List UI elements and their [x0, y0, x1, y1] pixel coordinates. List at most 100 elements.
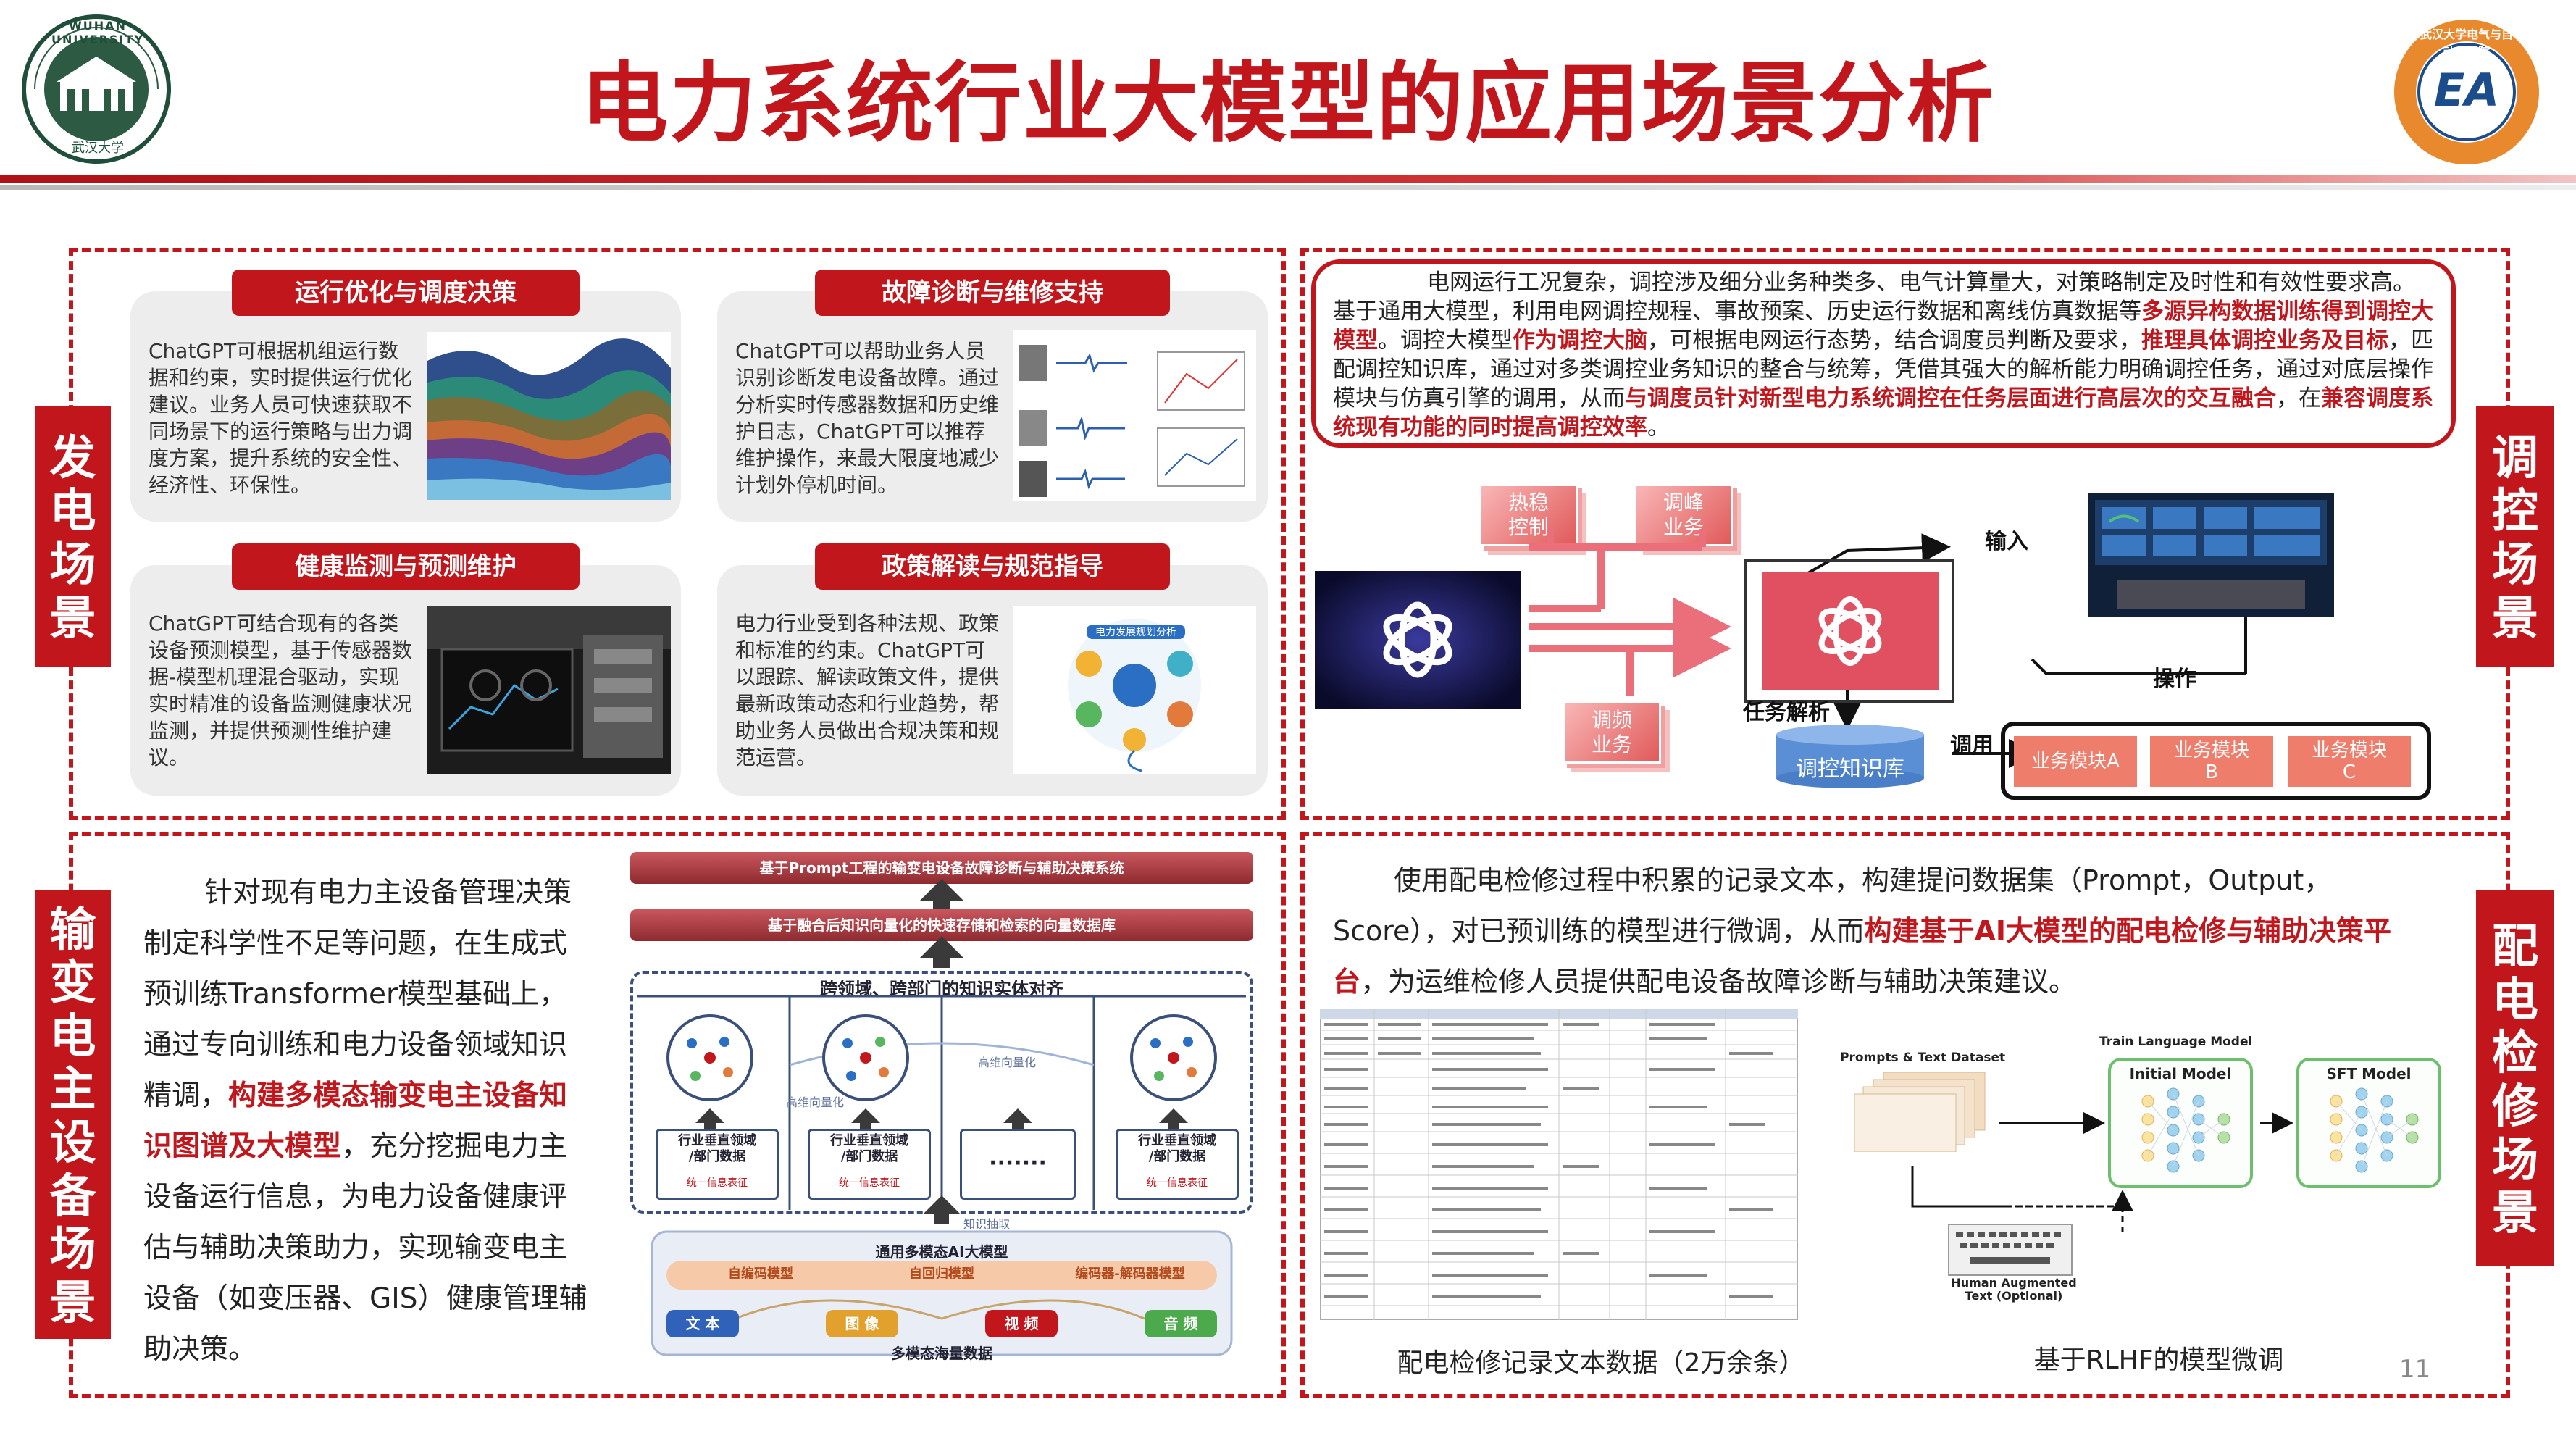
transmission-run-0: 针对现有电力主设备管理决策制定科学性不足等问题，在生成式预训练Transform…: [143, 877, 572, 1112]
domain-box-ellipsis: [960, 1129, 1076, 1200]
dispatch-run-5: 推理具体调控业务及目标: [2141, 327, 2388, 354]
label-input: 输入: [1985, 529, 2028, 554]
card-operation-title: 运行优化与调度决策: [232, 270, 580, 316]
bottom-data-label: 多模态海量数据: [891, 1345, 992, 1362]
dispatch-llm-frame: [1744, 559, 1954, 703]
rlhf-diagram-graphics: [1911, 1087, 2419, 1276]
dispatch-run-10: 。: [1647, 414, 1670, 440]
module-c: 业务模块 C: [2288, 736, 2411, 787]
model-encoder-decoder: 编码器-解码器模型: [1075, 1266, 1185, 1282]
box-peak-regulation: 调峰 业务: [1634, 484, 1733, 546]
knowledge-base-label: 调控知识库: [1796, 756, 1904, 782]
domain-box-3-title: 行业垂直领域 /部门数据: [1138, 1133, 1216, 1164]
card-operation-text: ChatGPT可根据机组运行数据和约束，实时提供运行优化建议。业务人员可快速获取…: [149, 339, 413, 497]
transmission-run-1: 构建多模态输变电主设备知识图谱及大模型: [143, 1080, 568, 1163]
header-grey-rule: [0, 185, 2576, 190]
sft-model-label: SFT Model: [2326, 1065, 2412, 1082]
transmission-diagram-graphics: [637, 879, 1246, 1356]
box-frequency-regulation: 调频 业务: [1563, 701, 1661, 764]
domain-ellipsis-dots: ·······: [989, 1151, 1047, 1176]
distribution-side-label-text: 配电检修场景: [2492, 920, 2538, 1241]
modality-image: 图 像: [826, 1310, 898, 1337]
policy-thumb-title: 电力发展规划分析: [1087, 625, 1185, 639]
vectorize-label-1: 高维向量化: [786, 1095, 845, 1109]
vectorize-label-2: 高维向量化: [978, 1056, 1037, 1069]
rlhf-dataset-label: Prompts & Text Dataset: [1840, 1051, 2006, 1065]
caption-rlhf: 基于RLHF的模型微调: [2033, 1345, 2284, 1375]
knowledge-base-cylinder: [1773, 723, 1927, 790]
module-a: 业务模块A: [2014, 736, 2137, 787]
stacked-area-thumbnail: [427, 332, 671, 500]
domain-box-2-sub: 统一信息表征: [839, 1177, 900, 1189]
domain-box-2-title: 行业垂直领域 /部门数据: [830, 1133, 908, 1164]
record-table-image: [1319, 1008, 1799, 1321]
dispatch-run-8: ，在: [2276, 385, 2321, 412]
dispatch-run-6: ，匹配调控知识库，通过对多类调控业务知识的整合与统筹，凭借其强大的解析能力明确调…: [1333, 327, 2433, 412]
domain-box-3-sub: 统一信息表征: [1147, 1177, 1208, 1189]
card-health-title: 健康监测与预测维护: [232, 543, 580, 590]
wuhan-university-logo: [20, 13, 172, 165]
domain-box-1-sub: 统一信息表征: [687, 1177, 748, 1189]
school-logo-ring-text: 武汉大学电气与自动化学院: [2420, 28, 2513, 59]
module-b: 业务模块 B: [2150, 736, 2273, 787]
transmission-run-2: ，充分挖掘电力主设备运行信息，为电力设备健康评估与辅助决策助力，实现输变电主设备…: [143, 1130, 587, 1366]
domain-box-1: [656, 1129, 779, 1200]
dispatch-run-1: 多源异构数据训练得到调控大模型: [1333, 298, 2433, 354]
transmission-side-label: 输变电主设备场景: [35, 890, 111, 1339]
domain-box-2: [808, 1129, 931, 1200]
dispatch-description-box: [1311, 259, 2456, 448]
card-fault-title: 故障诊断与维修支持: [815, 270, 1170, 316]
equipment-monitor-thumbnail: [427, 606, 671, 774]
modality-audio: 音 频: [1145, 1310, 1217, 1337]
box-thermal-control: 热稳 控制: [1479, 484, 1578, 546]
card-health-text: ChatGPT可结合现有的各类设备预测模型，基于传感器数据-模型机理混合驱动，实…: [149, 611, 413, 769]
human-augmented-label: Human Augmented Text (Optional): [1951, 1276, 2077, 1303]
distribution-description: 使用配电检修过程中积累的记录文本，构建提问数据集（Prompt，Output，S…: [1333, 855, 2441, 1007]
dispatch-run-9: 兼容调度系统现有功能的同时提高调控效率: [1333, 385, 2433, 440]
distribution-run-0: 使用配电检修过程中积累的记录文本，构建提问数据集（Prompt，Output，S…: [1333, 864, 2332, 947]
model-autoregressive: 自回归模型: [909, 1266, 974, 1282]
distribution-run-2: ，为运维检修人员提供配电设备故障诊断与辅助决策建议。: [1360, 966, 2077, 998]
top-system-bar: 基于Prompt工程的输变电设备故障诊断与辅助决策系统: [630, 852, 1253, 884]
domain-box-3: [1116, 1129, 1239, 1200]
distribution-run-1: 构建基于AI大模型的配电检修与辅助决策平台: [1333, 915, 2391, 998]
modality-video: 视 频: [985, 1310, 1058, 1337]
page-title: 电力系统行业大模型的应用场景分析: [581, 54, 1995, 154]
page-number: 11: [2399, 1355, 2431, 1384]
distribution-side-label: 配电检修场景: [2476, 890, 2554, 1266]
module-group: [2001, 722, 2431, 800]
transmission-description: 针对现有电力主设备管理决策制定科学性不足等问题，在生成式预训练Transform…: [143, 868, 593, 1375]
rlhf-dataset-stack: [1854, 1072, 1992, 1153]
label-operate: 操作: [2153, 667, 2196, 692]
card-fault-text: ChatGPT可以帮助业务人员识别诊断发电设备故障。通过分析实时传感器数据和历史…: [735, 339, 1000, 497]
label-task-parse: 任务解析: [1743, 700, 1830, 725]
header-red-rule: [0, 175, 2576, 183]
school-logo-center: EA: [2433, 64, 2500, 117]
extract-label: 知识抽取: [963, 1217, 1011, 1231]
fault-diagnosis-thumbnail: [1013, 330, 1256, 501]
dispatch-side-label: 调控场景: [2476, 406, 2554, 667]
school-logo: [2391, 16, 2543, 168]
dispatch-description: 电网运行工况复杂，调控涉及细分业务种类多、电气计算量大，对策略制定及时性和有效性…: [1333, 268, 2434, 442]
dispatch-run-7: 与调度员针对新型电力系统调控在任务层面进行高层次的交互融合: [1625, 385, 2276, 412]
model-autoencoder: 自编码模型: [728, 1266, 793, 1282]
label-call: 调用: [1950, 733, 1994, 759]
dispatch-run-2: 。调控大模型: [1378, 327, 1513, 354]
left-logo-ring-text: WUHAN UNIVERSITY: [51, 19, 144, 46]
generation-side-label: 发电场景: [35, 406, 111, 667]
dispatch-run-3: 作为调控大脑: [1513, 327, 1647, 354]
caption-record-data: 配电检修记录文本数据（2万余条）: [1397, 1348, 1805, 1378]
domain-box-1-title: 行业垂直领域 /部门数据: [678, 1133, 756, 1164]
transmission-side-label-text: 输变电主设备场景: [49, 903, 96, 1330]
dispatch-run-0: 电网运行工况复杂，调控涉及细分业务种类多、电气计算量大，对策略制定及时性和有效性…: [1333, 270, 2415, 325]
dispatch-llm-logo: [1762, 572, 1939, 690]
openai-logo-dark: [1315, 571, 1521, 709]
left-logo-bottom-text: 武汉大学: [72, 141, 124, 156]
card-policy-text: 电力行业受到各种法规、政策和标准的约束。ChatGPT可以跟踪、解读政策文件，提…: [735, 611, 1000, 769]
base-model-title: 通用多模态AI大模型: [875, 1243, 1008, 1261]
rlhf-train-title: Train Language Model: [2099, 1035, 2253, 1049]
vector-db-bar: 基于融合后知识向量化的快速存储和检索的向量数据库: [630, 909, 1253, 941]
modality-text: 文 本: [666, 1310, 739, 1337]
card-policy-title: 政策解读与规范指导: [815, 543, 1170, 590]
control-room-image: [2088, 493, 2334, 617]
